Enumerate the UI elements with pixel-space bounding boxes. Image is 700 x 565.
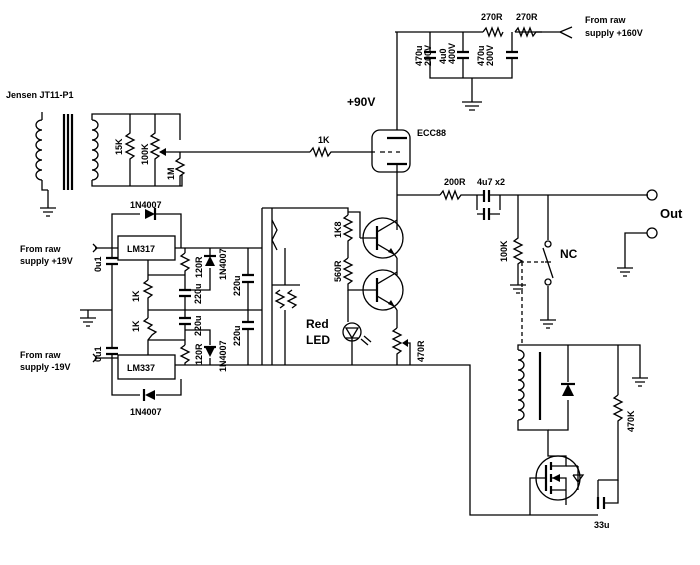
cap-220u-b-label: 220u [193, 315, 203, 336]
resistor-100k-out [512, 195, 524, 285]
cap-4u0-label: 4u0 [438, 48, 448, 64]
input-transformer: Jensen JT11-P1 [6, 90, 310, 217]
raw-supply-160-line2: supply +160V [585, 28, 643, 38]
resistor-270r-b [514, 26, 542, 38]
cap-0u1-a-label: 0u1 [93, 256, 103, 272]
resistor-1k-a-label: 1K [131, 290, 141, 302]
resistor-120r-a-label: 120R [194, 256, 204, 278]
diode-1n4007-a-label: 1N4007 [218, 248, 228, 280]
cap-0u1-b-label: 0u1 [93, 346, 103, 362]
resistor-560r-label: 560R [333, 260, 343, 282]
resistor-1k-a [142, 279, 154, 310]
resistor-1k-grid [309, 146, 375, 158]
resistor-120r-a [179, 252, 191, 275]
tube-label: ECC88 [417, 128, 446, 138]
resistor-470r [391, 327, 403, 365]
resistor-100k-out-label: 100K [499, 240, 509, 262]
cap-220u-c-label: 220u [232, 275, 242, 296]
pot-100k [149, 114, 161, 186]
resistor-1k-b-label: 1K [131, 320, 141, 332]
diode-1n4007-b-label: 1N4007 [218, 340, 228, 372]
ecc88-tube: ECC88 [371, 128, 446, 195]
cap-470u-label-b1: 470u [476, 45, 486, 66]
resistor-1k-b [142, 317, 158, 355]
resistor-15k-label: 15K [114, 138, 124, 155]
resistor-120r-b [179, 344, 191, 365]
output-terminal-cold [646, 227, 658, 239]
resistor-470r-label: 470R [416, 340, 426, 362]
cap-470u-label-a1: 470u [414, 45, 424, 66]
resistor-15k [124, 114, 136, 186]
resistor-200r-label: 200R [444, 177, 466, 187]
output-terminal-hot [646, 189, 658, 201]
resistor-1k8 [342, 214, 354, 250]
resistor-270r-b-label: 270R [516, 12, 538, 22]
diode-bottom-label: 1N4007 [130, 407, 162, 417]
led-label-line2: LED [306, 333, 330, 347]
resistor-470k-label: 470K [626, 410, 636, 432]
resistor-1k8-label: 1K8 [333, 221, 343, 238]
cap-220u-d-label: 220u [232, 325, 242, 346]
resistor-120r-b-label: 120R [194, 343, 204, 365]
relay-driver [517, 344, 648, 515]
cap-220u-a-label: 220u [193, 283, 203, 304]
cap-200v-label-a2: 200V [423, 45, 433, 66]
output-network [397, 189, 658, 345]
cap-33u-label: 33u [594, 520, 610, 530]
transformer-label: Jensen JT11-P1 [6, 90, 74, 100]
lm337-box [117, 354, 176, 380]
resistor-1k-grid-label: 1K [318, 135, 330, 145]
output-label: Out [660, 206, 683, 221]
raw-supply-pos19-line1: From raw [20, 244, 62, 254]
led-label-line1: Red [306, 317, 329, 331]
raw-supply-pos19-line2: supply +19V [20, 256, 73, 266]
lm337-label: LM337 [127, 363, 155, 373]
raw-supply-160-line1: From raw [585, 15, 627, 25]
nc-label: NC [560, 247, 578, 261]
b-plus-label: +90V [347, 95, 375, 109]
resistor-270r-a [482, 26, 504, 38]
hv-supply-filter [395, 26, 573, 130]
resistor-200r [439, 189, 477, 201]
cap-4u7x2-label: 4u7 x2 [477, 177, 505, 187]
raw-supply-neg19-line2: supply -19V [20, 362, 71, 372]
resistor-1m-label: 1M [166, 167, 176, 180]
lm317-label: LM317 [127, 244, 155, 254]
cap-400v-label: 400V [447, 43, 457, 64]
pot-100k-label: 100K [140, 143, 150, 165]
regulator-section: LM317 LM337 [80, 207, 598, 516]
lm317-box [117, 235, 176, 261]
raw-supply-neg19-line1: From raw [20, 350, 62, 360]
cap-200v-label-b2: 200V [485, 45, 495, 66]
resistor-270r-a-label: 270R [481, 12, 503, 22]
resistor-1m [174, 152, 186, 186]
resistor-560r [342, 257, 360, 291]
transistor-stack [342, 195, 411, 365]
diode-top-label: 1N4007 [130, 200, 162, 210]
resistor-470k [598, 394, 624, 481]
